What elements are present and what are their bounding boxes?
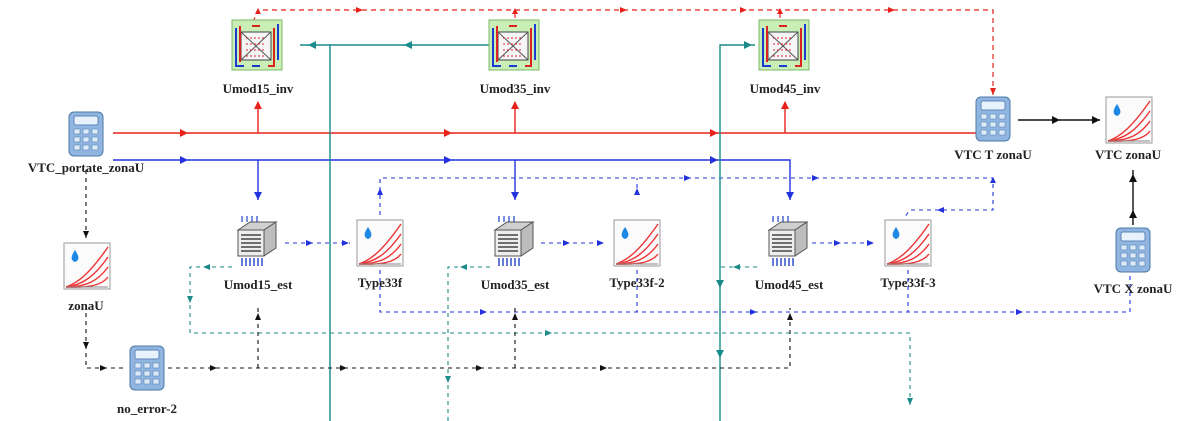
type33f-component[interactable]: Type33f	[356, 219, 404, 290]
module-icon	[494, 215, 534, 267]
component-label: Umod35_inv	[480, 81, 551, 96]
component-label: Type33f-2	[609, 275, 664, 290]
component-label: Umod15_est	[224, 277, 293, 292]
component-label: Type33f-3	[880, 275, 936, 290]
module-icon	[237, 215, 277, 267]
plotter-icon	[1105, 96, 1153, 144]
component-label: Umod45_est	[755, 277, 824, 292]
component-label: Umod45_inv	[750, 81, 821, 96]
blue-solid-link	[113, 159, 791, 200]
type33f-3-component[interactable]: Type33f-3	[880, 219, 936, 290]
blue-dashed-link	[285, 177, 1131, 313]
plotter-icon	[63, 242, 111, 290]
vtc-zonau-component[interactable]: VTC zonaU	[1095, 96, 1162, 162]
component-label: VTC_portate_zonaU	[28, 160, 145, 175]
calculator-icon	[68, 111, 104, 157]
umod35-inv-component[interactable]: Umod35_inv	[480, 19, 551, 96]
red-dashed-link	[252, 9, 994, 95]
heat-exchanger-icon	[758, 19, 810, 71]
component-label: Umod15_inv	[223, 81, 294, 96]
vtc-portate-zonau-component[interactable]: VTC_portate_zonaU	[28, 111, 145, 175]
heat-exchanger-icon	[231, 19, 283, 71]
umod45-est-component[interactable]: Umod45_est	[755, 215, 824, 292]
component-label: VTC X zonaU	[1094, 281, 1173, 296]
zonau-component[interactable]: zonaU	[63, 242, 111, 313]
component-label: Umod35_est	[481, 277, 550, 292]
umod45-inv-component[interactable]: Umod45_inv	[750, 19, 821, 96]
component-label: VTC zonaU	[1095, 147, 1162, 162]
plotter-icon	[884, 219, 932, 267]
plotter-icon	[356, 219, 404, 267]
type33f-2-component[interactable]: Type33f-2	[609, 219, 665, 290]
vtc-t-zonau-component[interactable]: VTC T zonaU	[954, 96, 1032, 162]
heat-exchanger-icon	[488, 19, 540, 71]
black-dashed-link	[85, 170, 791, 369]
component-label: no_error-2	[117, 401, 177, 416]
no-error-2-component[interactable]: no_error-2	[117, 345, 177, 416]
component-label: Type33f	[358, 275, 403, 290]
component-label: VTC T zonaU	[954, 147, 1032, 162]
calculator-icon	[975, 96, 1011, 142]
vtc-x-zonau-component[interactable]: VTC X zonaU	[1094, 227, 1173, 296]
module-icon	[768, 215, 808, 267]
umod35-est-component[interactable]: Umod35_est	[481, 215, 550, 292]
component-label: zonaU	[68, 298, 104, 313]
calculator-icon	[129, 345, 165, 391]
calculator-icon	[1115, 227, 1151, 273]
red-solid-link	[113, 102, 993, 134]
umod15-est-component[interactable]: Umod15_est	[224, 215, 293, 292]
plotter-icon	[613, 219, 661, 267]
umod15-inv-component[interactable]: Umod15_inv	[223, 19, 294, 96]
